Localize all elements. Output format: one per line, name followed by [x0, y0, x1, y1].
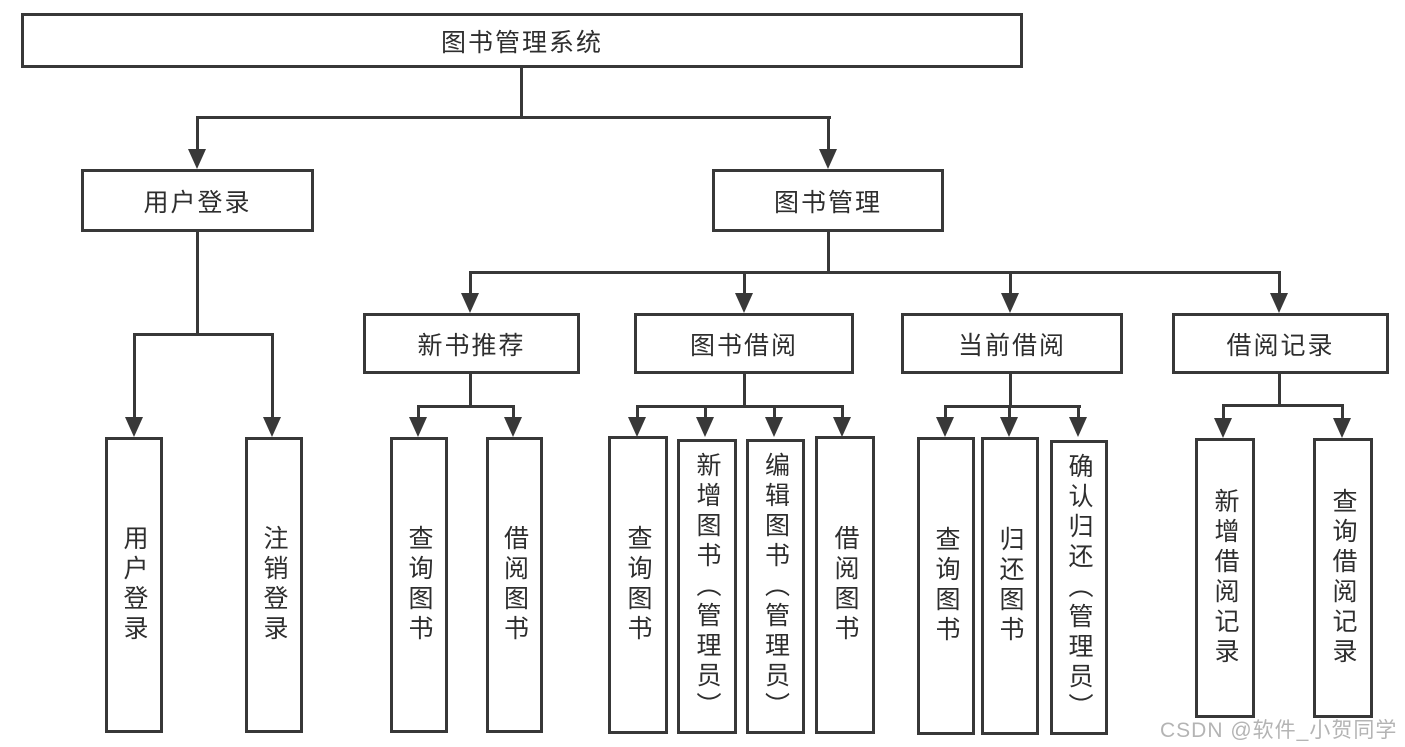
- connector-line: [773, 405, 776, 419]
- node-leaf-query-books-1: 查询图书: [390, 437, 448, 733]
- node-leaf-edit-books-admin: 编辑图书（管理员）: [746, 439, 805, 734]
- connector-line: [469, 271, 472, 295]
- connector-line: [944, 405, 1081, 408]
- connector-line: [1077, 405, 1080, 419]
- node-leaf-query-borrow-record: 查询借阅记录: [1313, 438, 1373, 718]
- connector-line: [1222, 404, 1344, 407]
- connector-line: [1278, 271, 1281, 295]
- connector-line: [512, 405, 515, 419]
- arrow-down-icon: [833, 417, 851, 437]
- arrow-down-icon: [696, 417, 714, 437]
- arrow-down-icon: [1333, 418, 1351, 438]
- arrow-down-icon: [1069, 417, 1087, 437]
- connector-line: [1222, 404, 1225, 420]
- node-leaf-return-books: 归还图书: [981, 437, 1039, 735]
- connector-line: [196, 116, 831, 119]
- connector-line: [636, 405, 639, 419]
- arrow-down-icon: [409, 417, 427, 437]
- arrow-down-icon: [1214, 418, 1232, 438]
- arrow-down-icon: [628, 417, 646, 437]
- arrow-down-icon: [1000, 417, 1018, 437]
- connector-line: [1341, 404, 1344, 420]
- connector-line: [636, 405, 844, 408]
- arrow-down-icon: [461, 293, 479, 313]
- connector-line: [469, 374, 472, 407]
- connector-line: [271, 333, 274, 419]
- connector-line: [1009, 271, 1012, 295]
- node-leaf-query-books-3: 查询图书: [917, 437, 975, 735]
- connector-line: [743, 271, 746, 295]
- node-current-borrow: 当前借阅: [901, 313, 1123, 374]
- node-leaf-user-login: 用户登录: [105, 437, 163, 733]
- node-leaf-borrow-books-2: 借阅图书: [815, 436, 875, 734]
- arrow-down-icon: [735, 293, 753, 313]
- arrow-down-icon: [125, 417, 143, 437]
- connector-line: [827, 116, 830, 151]
- connector-line: [133, 333, 136, 419]
- node-leaf-confirm-return-admin: 确认归还（管理员）: [1050, 440, 1108, 735]
- node-borrow-records: 借阅记录: [1172, 313, 1389, 374]
- arrow-down-icon: [188, 149, 206, 169]
- node-root: 图书管理系统: [21, 13, 1023, 68]
- connector-line: [196, 116, 199, 151]
- node-book-borrow: 图书借阅: [634, 313, 854, 374]
- connector-line: [469, 271, 1281, 274]
- connector-line: [520, 68, 523, 118]
- connector-line: [417, 405, 420, 419]
- connector-line: [1008, 405, 1011, 419]
- arrow-down-icon: [1001, 293, 1019, 313]
- connector-line: [827, 232, 830, 273]
- node-new-book-recommend: 新书推荐: [363, 313, 580, 374]
- connector-line: [944, 405, 947, 419]
- arrow-down-icon: [1270, 293, 1288, 313]
- connector-line: [133, 333, 274, 336]
- node-user-login: 用户登录: [81, 169, 314, 232]
- arrow-down-icon: [263, 417, 281, 437]
- arrow-down-icon: [936, 417, 954, 437]
- arrow-down-icon: [819, 149, 837, 169]
- connector-line: [1009, 374, 1012, 407]
- connector-line: [704, 405, 707, 419]
- node-leaf-query-books-2: 查询图书: [608, 436, 668, 734]
- connector-line: [743, 374, 746, 407]
- watermark: CSDN @软件_小贺同学: [1160, 719, 1398, 742]
- node-book-management: 图书管理: [712, 169, 944, 232]
- node-leaf-add-books-admin: 新增图书（管理员）: [677, 439, 737, 734]
- connector-line: [841, 405, 844, 419]
- node-leaf-add-borrow-record: 新增借阅记录: [1195, 438, 1255, 718]
- arrow-down-icon: [765, 417, 783, 437]
- connector-line: [196, 232, 199, 335]
- connector-line: [1278, 374, 1281, 407]
- node-leaf-borrow-books-1: 借阅图书: [486, 437, 543, 733]
- arrow-down-icon: [504, 417, 522, 437]
- connector-line: [417, 405, 515, 408]
- node-leaf-logout: 注销登录: [245, 437, 303, 733]
